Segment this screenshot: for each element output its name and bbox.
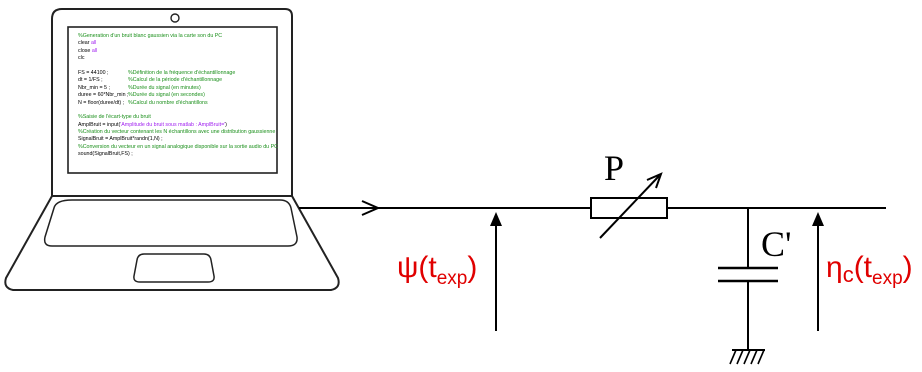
matlab-code: %Generation d'un bruit blanc gaussien vi… bbox=[78, 33, 304, 159]
code-arg: all bbox=[91, 47, 98, 54]
code-code: dt = 1/FS ; bbox=[78, 77, 103, 84]
input-signal-close: ) bbox=[467, 251, 478, 284]
output-signal-open: (t bbox=[853, 251, 873, 284]
code-line: AmplBruit = input('Amplitude du bruit so… bbox=[78, 122, 304, 129]
code-code: Nbr_min = 5 ; bbox=[78, 84, 110, 91]
code-code: N = floor(duree/dt) ; bbox=[78, 99, 125, 106]
potentiometer-label: P bbox=[604, 148, 625, 188]
code-tail: ) bbox=[225, 121, 227, 128]
output-signal-close: ) bbox=[902, 251, 913, 284]
code-code: close bbox=[78, 47, 92, 54]
capacitor-label: C' bbox=[761, 224, 792, 264]
code-comment: %Calcul de la période d'échantillonnage bbox=[128, 77, 223, 84]
code-line: SignalBruit = AmplBruit*randn(1,N) ; bbox=[78, 136, 304, 143]
code-comment: %Calcul du nombre d'échantillons bbox=[128, 99, 208, 106]
code-text: %Conversion du vecteur en un signal anal… bbox=[78, 143, 278, 150]
code-text: %Generation d'un bruit blanc gaussien vi… bbox=[78, 33, 223, 39]
code-line: duree = 60*Nbr_min ;%Durée du signal (en… bbox=[78, 92, 304, 99]
potentiometer-arrow-icon bbox=[646, 172, 663, 189]
code-line: FS = 44100 ; %Définition de la fréquence … bbox=[78, 70, 304, 77]
code-line: %Generation d'un bruit blanc gaussien vi… bbox=[78, 33, 304, 40]
input-signal-open: (t bbox=[418, 251, 437, 284]
code-comment: %Durée du signal (en minutes) bbox=[128, 84, 201, 91]
laptop-keyboard-area bbox=[43, 199, 298, 247]
code-line: Nbr_min = 5 ; %Durée du signal (en minute… bbox=[78, 85, 304, 92]
code-code: sound(SignalBruit,FS) ; bbox=[78, 151, 133, 158]
code-arg: all bbox=[90, 40, 97, 47]
input-signal-subscript: exp bbox=[436, 268, 468, 289]
output-signal-subscript: exp bbox=[872, 268, 903, 289]
code-code: FS = 44100 ; bbox=[78, 69, 109, 76]
code-comment: %Durée du signal (en secondes) bbox=[128, 92, 205, 99]
input-voltage-arrow-head bbox=[490, 212, 502, 226]
code-line: %Saisie de l'écart-type du bruit bbox=[78, 114, 304, 121]
output-signal-symbol: η bbox=[826, 251, 843, 284]
code-text: %Création du vecteur contenant les N éch… bbox=[78, 129, 276, 136]
output-voltage-arrow-head bbox=[812, 212, 824, 226]
code-code: duree = 60*Nbr_min ; bbox=[78, 92, 129, 99]
code-comment: %Définition de la fréquence d'échantillo… bbox=[128, 69, 236, 76]
potentiometer-wiper bbox=[599, 175, 660, 239]
code-arg: 'Amplitude du bruit sous matlab : AmplBr… bbox=[120, 121, 226, 128]
input-signal-label: ψ(texp) bbox=[397, 251, 478, 290]
code-line: clc bbox=[78, 55, 304, 62]
laptop-display bbox=[67, 26, 278, 174]
code-line: N = floor(duree/dt) ;%Calcul du nombre d… bbox=[78, 100, 304, 107]
code-code: AmplBruit = input( bbox=[78, 121, 121, 128]
code-line bbox=[78, 63, 304, 70]
code-line: sound(SignalBruit,FS) ; bbox=[78, 151, 304, 158]
code-line: %Conversion du vecteur en un signal anal… bbox=[78, 144, 304, 151]
code-line bbox=[78, 107, 304, 114]
code-text: %Saisie de l'écart-type du bruit bbox=[78, 114, 151, 121]
code-line: close all bbox=[78, 48, 304, 55]
code-code: clc bbox=[78, 55, 85, 62]
output-signal-label: ηc(texp) bbox=[826, 251, 913, 290]
input-signal-symbol: ψ bbox=[397, 251, 419, 284]
output-signal-c-subscript: c bbox=[842, 262, 854, 287]
wire-arrow-icon bbox=[361, 200, 381, 216]
ground-icon bbox=[729, 349, 765, 365]
webcam-icon bbox=[170, 13, 180, 23]
code-code: clear bbox=[78, 40, 91, 47]
laptop-touchpad bbox=[133, 253, 215, 283]
code-line: dt = 1/FS ; %Calcul de la période d'échan… bbox=[78, 77, 304, 84]
code-code: SignalBruit = AmplBruit*randn(1,N) ; bbox=[78, 136, 163, 143]
code-line: %Création du vecteur contenant les N éch… bbox=[78, 129, 304, 136]
code-line: clear all bbox=[78, 40, 304, 47]
